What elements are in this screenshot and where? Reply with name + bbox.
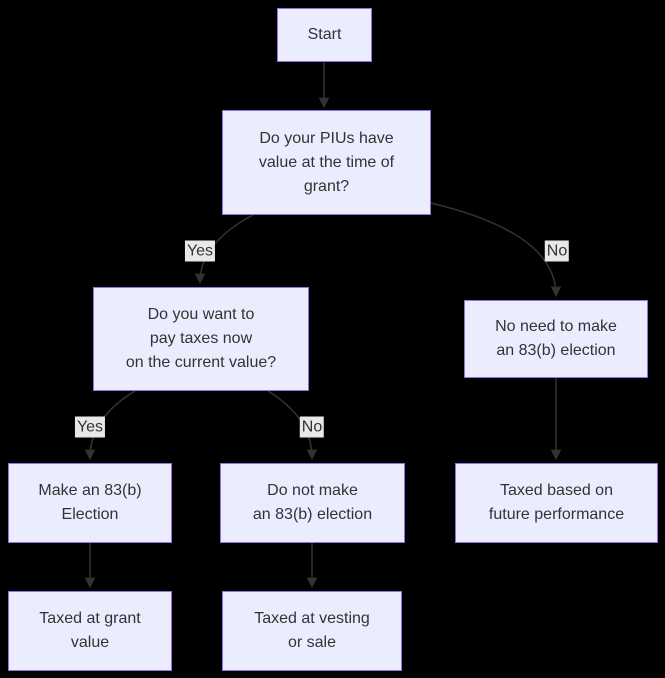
node-no-need-election: No need to make an 83(b) election (464, 300, 648, 378)
node-taxed-future-performance: Taxed based on future performance (455, 463, 658, 543)
node-piu-value-question-label: Do your PIUs have value at the time of g… (258, 129, 395, 195)
node-do-not-make-election: Do not make an 83(b) election (220, 463, 405, 543)
node-taxed-grant-value: Taxed at grant value (8, 591, 172, 671)
node-taxed-vesting-sale-label: Taxed at vesting or sale (254, 610, 370, 651)
node-start-label: Start (307, 26, 342, 43)
node-taxed-vesting-sale: Taxed at vesting or sale (222, 591, 402, 671)
edge-label-no-1: No (544, 240, 570, 262)
node-pay-taxes-question: Do you want to pay taxes now on the curr… (93, 287, 309, 391)
edge-label-yes-2: Yes (74, 416, 106, 438)
edge-piu-question-no-to-no-need (430, 202, 562, 298)
node-make-election-label: Make an 83(b) Election (38, 482, 142, 523)
node-no-need-election-label: No need to make an 83(b) election (495, 318, 617, 359)
edge-label-no-2: No (299, 416, 325, 438)
node-make-election: Make an 83(b) Election (8, 463, 172, 543)
node-piu-value-question: Do your PIUs have value at the time of g… (222, 110, 431, 215)
node-start: Start (277, 8, 372, 62)
node-do-not-make-election-label: Do not make an 83(b) election (252, 482, 373, 523)
node-pay-taxes-question-label: Do you want to pay taxes now on the curr… (125, 306, 277, 371)
node-taxed-grant-value-label: Taxed at grant value (39, 610, 141, 651)
node-taxed-future-performance-label: Taxed based on future performance (488, 482, 625, 523)
edge-label-yes-1: Yes (184, 240, 216, 262)
